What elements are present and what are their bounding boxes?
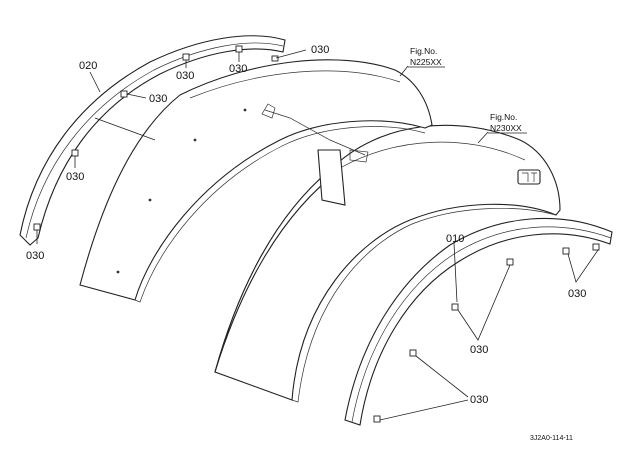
rear-fender-crease [339,141,526,169]
middle-fender-inner-wall [317,149,346,206]
fender-strip-020-groove [25,42,284,239]
mounting-bracket [261,103,369,163]
middle-fender-inner-edge [134,126,426,303]
middle-fender-crease [189,70,401,99]
label-bolt-030: 030 [149,93,167,105]
bolt-030 [271,55,279,62]
fender-strip-020 [19,35,286,246]
label-part-010: 010 [446,233,464,245]
bolt-030 [33,223,41,231]
label-bolt-030: 030 [470,394,488,406]
part-labels: 020 030 030 030 030 030 030 010 030 030 … [26,44,586,406]
bolt-030 [120,90,128,98]
fender-emblem [517,169,541,185]
figure-references: Fig.No. N225XX Fig.No. N230XX [408,46,527,134]
fig-ref-title: Fig.No. [490,112,517,122]
fig-ref-number: N225XX [410,57,442,67]
label-bolt-030: 030 [229,63,247,75]
bolt-030 [592,243,600,251]
drawing-code: 3J2A0-114-11 [530,435,573,442]
bolt-030 [71,149,79,157]
bolt-030 [506,258,514,266]
fig-ref-number: N230XX [490,123,522,133]
bolt-030 [373,415,381,423]
part-010-fender-strip [344,217,613,426]
rear-fender-inner-edge [291,208,557,403]
bolt-030 [235,45,243,53]
part-020-fender-strip [19,35,286,246]
fig-ref-title: Fig.No. [410,46,437,56]
bolt-030 [182,53,190,61]
middle-fender-top-surface [79,59,433,301]
leader-lines [36,49,599,421]
label-bolt-030: 030 [568,288,586,300]
label-bolt-030: 030 [66,171,84,183]
label-bolt-030: 030 [176,70,194,82]
label-bolt-030: 030 [311,44,329,56]
label-bolt-030: 030 [470,344,488,356]
label-bolt-030: 030 [26,250,44,262]
fender-strip-010-groove [351,226,612,423]
label-part-020: 020 [79,60,97,72]
fender-assembly-n225xx [79,59,433,303]
bolt-030 [562,247,570,255]
bolt-030 [451,303,459,311]
bolt-030 [409,349,417,357]
